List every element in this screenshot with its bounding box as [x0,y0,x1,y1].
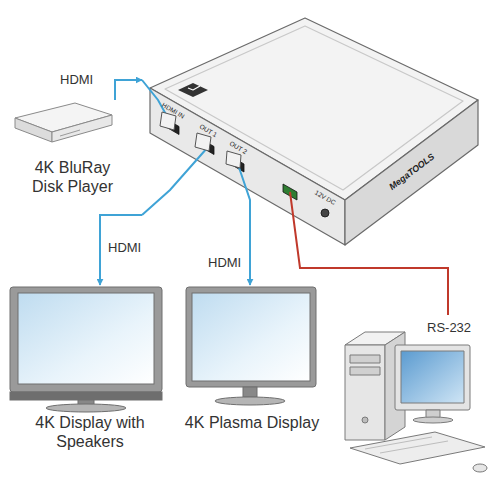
display-label: 4K Display with Speakers [10,413,170,451]
bluray-player [15,103,112,142]
computer [345,332,487,472]
cable-label: RS-232 [425,320,473,336]
display-label: 4K Plasma Display [182,413,322,432]
switcher-device [150,18,478,245]
port-label: OUT 2 [228,140,248,155]
display-label: 4K Display with Speakers [8,285,172,451]
brand-logo [178,83,208,97]
ports [167,120,329,218]
cable-label: HDMI [206,255,243,271]
hdmi-plug [160,112,241,168]
cable-label: HDMI [106,240,143,256]
cable-label: HDMI [58,72,95,88]
hdmi-cable [142,80,250,250]
hdmi-connector [249,250,251,285]
port-label: HDMI IN [161,102,186,120]
port-label: 12V DC [314,189,337,206]
display-with-speakers [10,287,162,412]
hdmi-connector [115,80,142,100]
brand-name: MegaTOOLS [387,152,435,192]
display-label: 4K Plasma Display [180,285,324,432]
plasma-display [186,287,316,405]
device-label: 4K BluRay Disk Player [10,100,135,196]
switcher-device: HDMI IN OUT 1 OUT 2 12V DC MegaTOOLS [142,14,484,250]
port-label: OUT 1 [198,123,218,138]
device-label: 4K BluRay Disk Player [23,158,123,196]
